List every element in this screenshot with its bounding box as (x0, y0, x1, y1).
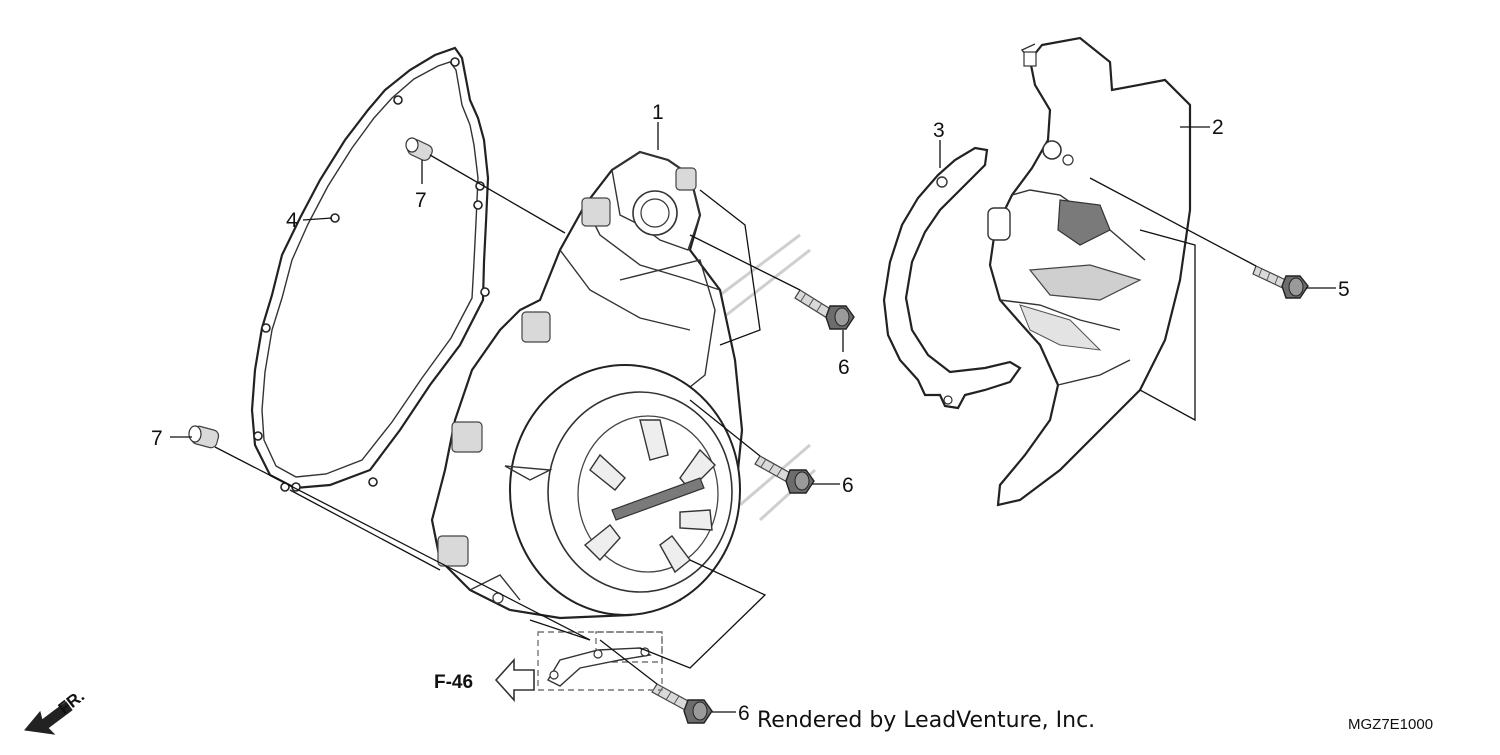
plate-part-3[interactable] (882, 146, 1022, 410)
f46-bracket[interactable] (537, 631, 663, 691)
callout-1: 1 (652, 101, 664, 124)
f46-reference-arrow[interactable]: F-46 (434, 657, 535, 703)
callout-6-middle: 6 (842, 474, 854, 497)
diagram-code: MGZ7E1000 (1348, 716, 1434, 733)
callout-6-lower: 6 (738, 702, 750, 725)
bolt-6-upper[interactable] (794, 289, 855, 330)
dowel-pin-lower[interactable] (188, 425, 220, 449)
callout-6-upper: 6 (838, 356, 850, 379)
render-credit: Rendered by LeadVenture, Inc. (757, 708, 1096, 733)
generator-cover-part-1[interactable] (430, 150, 817, 620)
sprocket-cover-part-2[interactable] (987, 36, 1192, 507)
callout-7-lower: 7 (151, 427, 163, 450)
callout-2: 2 (1212, 116, 1224, 139)
bolt-6-middle[interactable] (754, 455, 815, 494)
callout-5: 5 (1338, 278, 1350, 301)
callout-7-upper: 7 (415, 189, 427, 212)
bolt-5[interactable] (1252, 265, 1309, 299)
leader-lines (170, 122, 1336, 713)
callout-4: 4 (286, 209, 298, 232)
f46-label: F-46 (434, 672, 473, 693)
callout-3: 3 (933, 119, 945, 142)
callout-labels: 1 2 3 4 5 6 6 6 7 7 (151, 101, 1350, 725)
front-direction-arrow: FR. (24, 686, 88, 735)
dowel-pin-upper[interactable] (405, 137, 435, 163)
